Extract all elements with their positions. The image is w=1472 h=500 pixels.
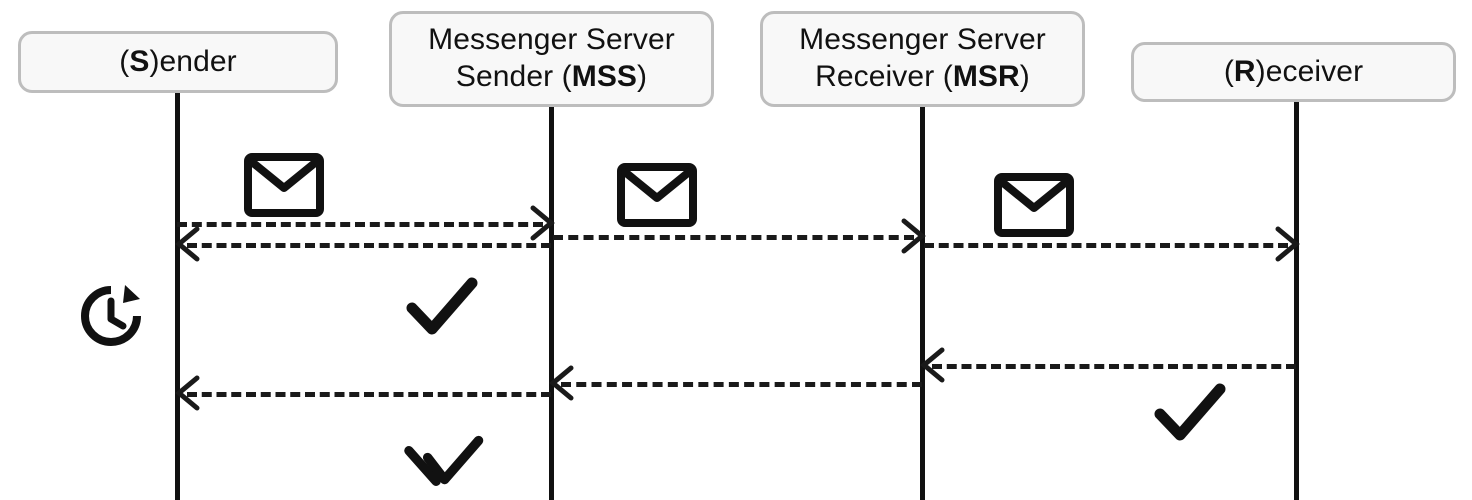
double-check-icon xyxy=(398,432,498,500)
message-mss-to-sender xyxy=(187,392,551,397)
arrowhead-left-sender-ack xyxy=(175,225,201,263)
arrowhead-left-msr xyxy=(920,346,946,384)
check-icon xyxy=(1152,381,1228,443)
arrowhead-right-msr xyxy=(900,217,926,255)
participant-label-sender: (S)ender xyxy=(119,44,237,78)
message-mss-to-msr xyxy=(553,235,914,240)
lifeline-sender xyxy=(175,93,180,500)
message-mss-ack-to-sender xyxy=(187,243,551,248)
arrowhead-left-sender xyxy=(175,374,201,412)
arrowhead-left-mss xyxy=(549,364,575,402)
participant-box-sender[interactable]: (S)ender xyxy=(18,31,338,93)
lifeline-mss xyxy=(549,107,554,500)
clock-retry-icon xyxy=(76,281,146,351)
envelope-icon xyxy=(994,173,1074,237)
message-msr-to-mss xyxy=(561,382,922,387)
check-icon xyxy=(404,275,480,337)
lifeline-receiver xyxy=(1294,102,1299,500)
lifeline-msr xyxy=(920,107,925,500)
participant-box-receiver[interactable]: (R)eceiver xyxy=(1131,42,1456,102)
envelope-icon xyxy=(617,163,697,227)
envelope-icon xyxy=(244,153,324,217)
participant-label-receiver: (R)eceiver xyxy=(1223,54,1364,88)
message-receiver-to-msr xyxy=(932,364,1296,369)
arrowhead-right-receiver xyxy=(1274,225,1300,263)
arrowhead-right-mss xyxy=(529,204,555,242)
message-msr-to-receiver xyxy=(924,243,1288,248)
message-sender-to-mss xyxy=(177,222,543,227)
